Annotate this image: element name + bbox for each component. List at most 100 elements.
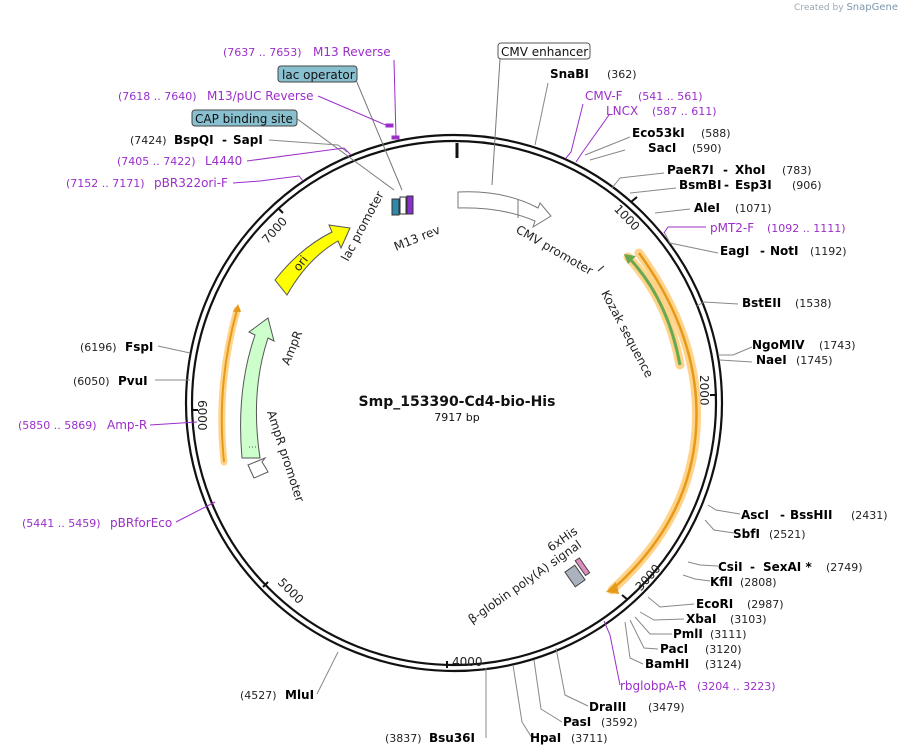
enzyme-paci-pos: (3120) (705, 643, 742, 656)
enzyme-alei-pos: (1071) (735, 202, 772, 215)
enzyme-bsu36i: Bsu36I (429, 731, 475, 745)
tick-7000: 7000 (259, 214, 290, 246)
enzyme-pmli: PmlI (673, 627, 703, 641)
lac-operator-text: lac operator (282, 68, 355, 82)
primer-m13puc: M13/pUC Reverse (207, 89, 314, 103)
enzyme-sbfi: SbfI (733, 527, 760, 541)
cmv-promoter-feature: CMV promoter (457, 191, 596, 278)
primer-lncx: LNCX (606, 104, 638, 118)
enzyme-kfli: KflI (710, 575, 733, 589)
enzyme-eagi: EagI (720, 244, 749, 258)
enzyme-csii: CsiI (718, 560, 743, 574)
enzyme-pasi-pos: (3592) (601, 716, 638, 729)
cmv-enhancer-text: CMV enhancer (501, 45, 588, 59)
enzyme-mlui-pos: (4527) (240, 689, 277, 702)
enzyme-fspi-pos: (6196) (80, 341, 117, 354)
plasmid-name: Smp_153390-Cd4-bio-His (358, 394, 556, 410)
enzyme-mlui: MluI (285, 688, 314, 702)
primer-cmvf-range: (541 .. 561) (638, 90, 703, 103)
enzyme-pasi: PasI (563, 715, 591, 729)
green-feature-arc (628, 257, 682, 366)
polya-feature (564, 564, 586, 588)
primer-pmt2f: pMT2-F (710, 221, 754, 235)
primer-cmvf: CMV-F (585, 89, 623, 103)
primer-leaders (149, 59, 706, 686)
svg-text:-: - (760, 244, 765, 258)
primer-l4440: L4440 (205, 154, 242, 168)
kozak-marker (597, 265, 605, 272)
enzyme-esp3i: Esp3I (735, 178, 772, 192)
kozak-label: Kozak sequence (598, 288, 656, 380)
enzyme-labels: SnaBI (362) Eco53kI (588) SacI (590) Pae… (73, 67, 888, 745)
primer-lncx-range: (587 .. 611) (652, 105, 717, 118)
enzyme-csii-pos: (2749) (826, 561, 863, 574)
enzyme-eco53ki-pos: (588) (701, 127, 731, 140)
primer-ampr: Amp-R (107, 418, 147, 432)
svg-text:-: - (222, 133, 227, 147)
enzyme-snabi-pos: (362) (607, 68, 637, 81)
ampr-promoter-label: AmpR promoter (264, 409, 307, 504)
primer-l4440-range: (7405 .. 7422) (117, 155, 196, 168)
primer-pbrforeco-range: (5441 .. 5459) (22, 517, 101, 530)
enzyme-pvui-pos: (6050) (73, 375, 110, 388)
enzyme-pvui: PvuI (118, 374, 148, 388)
primer-m13puc-range: (7618 .. 7640) (118, 90, 197, 103)
enzyme-ecori-pos: (2987) (747, 598, 784, 611)
cmv-promoter-label: CMV promoter (514, 222, 596, 277)
primer-m13rev-range: (7637 .. 7653) (223, 46, 302, 59)
ampr-arc-head (233, 304, 241, 312)
enzyme-eagi-pos: (1192) (810, 245, 847, 258)
enzyme-leaders (155, 82, 753, 739)
enzyme-asci: AscI (741, 508, 769, 522)
enzyme-saci-pos: (590) (692, 142, 722, 155)
enzyme-xhoi: XhoI (735, 163, 766, 177)
primer-pbr322ori-range: (7152 .. 7171) (66, 177, 145, 190)
enzyme-bsshii: BssHII (790, 508, 832, 522)
ampr-label: AmpR (279, 329, 305, 367)
primer-rbglobpar: rbglobpA-R (620, 679, 687, 693)
enzyme-xbai: XbaI (686, 612, 716, 626)
primer-m13rev: M13 Reverse (313, 45, 391, 59)
enzyme-draiii-pos: (3479) (648, 701, 685, 714)
enzyme-bamhi: BamHI (645, 657, 689, 671)
enzyme-bsu36i-pos: (3837) (385, 732, 422, 745)
credit-prefix: Created by (794, 3, 844, 13)
plasmid-length: 7917 bp (434, 411, 480, 424)
primer-pbr322ori: pBR322ori-F (154, 176, 228, 190)
enzyme-pmli-pos: (3111) (710, 628, 747, 641)
backbone-outer (184, 133, 724, 673)
enzyme-naei: NaeI (756, 353, 787, 367)
primer-rbglobpar-range: (3204 .. 3223) (697, 680, 776, 693)
green-feature-head (624, 254, 636, 264)
svg-text:-: - (750, 560, 755, 574)
enzyme-bsmbi-pos: (906) (792, 179, 822, 192)
lac-operator-block (399, 196, 407, 215)
enzyme-draiii: DraIII (589, 700, 626, 714)
svg-text:-: - (780, 508, 785, 522)
tick-4000: 4000 (452, 655, 483, 669)
enzyme-kfli-pos: (2808) (740, 576, 777, 589)
enzyme-hpai: HpaI (530, 731, 561, 745)
enzyme-bsteii: BstEII (742, 296, 781, 310)
enzyme-xbai-pos: (3103) (730, 613, 767, 626)
snapgene-credit: Created by SnapGene (794, 2, 898, 13)
enzyme-bspqi: BspQI (174, 133, 214, 147)
enzyme-bspqi-pos: (7424) (130, 134, 167, 147)
svg-text:-: - (723, 163, 728, 177)
enzyme-fspi: FspI (125, 340, 153, 354)
enzyme-naei-pos: (1745) (796, 354, 833, 367)
enzyme-paci: PacI (660, 642, 688, 656)
enzyme-ecori: EcoRI (696, 597, 733, 611)
insert-arc (613, 252, 698, 589)
ori-feature: ori (274, 224, 351, 296)
m13-rev-label: M13 rev (392, 223, 442, 254)
primer-ampr-range: (5850 .. 5869) (18, 419, 97, 432)
backbone-inner (190, 139, 718, 667)
enzyme-sapi: SapI (233, 133, 263, 147)
enzyme-saci: SacI (648, 141, 676, 155)
primer-pmt2f-range: (1092 .. 1111) (767, 222, 846, 235)
enzyme-asci-pos: (2431) (851, 509, 888, 522)
cap-binding-site-text: CAP binding site (195, 112, 293, 126)
enzyme-bsteii-pos: (1538) (795, 297, 832, 310)
ampr-promoter-feature (247, 456, 269, 479)
